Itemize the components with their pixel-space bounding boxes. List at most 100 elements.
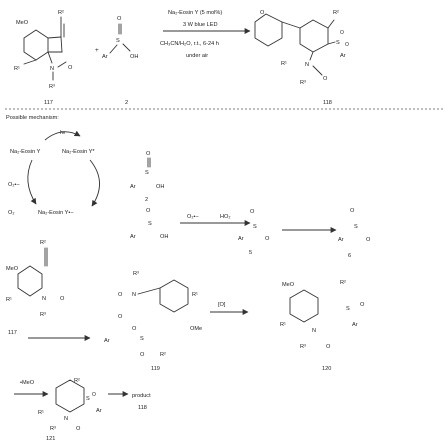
- s-atom: S: [253, 224, 257, 230]
- ar-label: Ar: [102, 54, 108, 60]
- s-atom: S: [336, 40, 340, 46]
- label-117: 117: [8, 330, 17, 336]
- o-atom: O: [345, 42, 349, 48]
- n-atom: N: [42, 296, 46, 302]
- n-atom: N: [64, 416, 68, 422]
- hv-label: hv: [60, 130, 66, 136]
- s-atom: S: [354, 224, 358, 230]
- condition-atmosphere: under air: [186, 53, 208, 59]
- r3-label: R³: [133, 271, 139, 277]
- meo-radical-label: •MeO: [20, 380, 35, 386]
- r2-label: R²: [74, 378, 80, 384]
- o-atom: O: [68, 65, 73, 71]
- ar-label: Ar: [352, 322, 358, 328]
- ome-label: OMe: [190, 326, 202, 332]
- s-atom: S: [116, 38, 120, 44]
- sulfonyl-radical-formation: O S Ar OH O₂•− HO₂ O S Ar O 5 O S Ar O 6: [130, 208, 371, 259]
- o-atom: O: [366, 237, 371, 243]
- label-5: 5: [249, 250, 252, 256]
- o-atom: O: [350, 208, 355, 214]
- condition-light: 3 W blue LED: [183, 22, 218, 28]
- o-atom: O: [76, 426, 81, 432]
- oxidation-step: [O]: [210, 302, 249, 315]
- intermediate-121: •MeO R² S O Ar R¹ N R³ O 121 product 118: [14, 378, 151, 441]
- label-119: 119: [151, 366, 160, 372]
- o-atom: O: [146, 151, 151, 157]
- label-117: 117: [44, 100, 53, 106]
- o-atom: O: [326, 344, 331, 350]
- mechanism-title: Possible mechanism:: [6, 115, 59, 121]
- meo-label: MeO: [6, 266, 19, 272]
- ar-label: Ar: [338, 237, 344, 243]
- meo-label: MeO: [16, 20, 29, 26]
- r1-label: R¹: [281, 61, 287, 67]
- o-atom: O: [117, 16, 122, 22]
- n-atom: N: [312, 328, 316, 334]
- r1-label: R¹: [38, 410, 44, 416]
- o-atom: O: [146, 208, 151, 214]
- superoxide-label: O₂•−: [187, 214, 199, 220]
- r2-label: R²: [160, 352, 166, 358]
- o-atom: O: [132, 326, 137, 332]
- oh-label: OH: [160, 234, 168, 240]
- ho2-label: HO₂: [220, 214, 231, 220]
- r3-label: R³: [49, 84, 55, 90]
- r1-label: R¹: [14, 66, 20, 72]
- r2-label: R²: [58, 10, 64, 16]
- product-label: product: [132, 393, 151, 399]
- r1-label: R¹: [6, 297, 12, 303]
- n-atom: N: [305, 62, 309, 68]
- s-atom: S: [140, 336, 144, 342]
- electron-transfer-cycle: O₂•− O₂ Na₂-Eosin Y•−: [8, 159, 100, 216]
- label-121: 121: [46, 436, 55, 441]
- label-118: 118: [323, 100, 332, 106]
- oh-label: OH: [130, 54, 138, 60]
- o-atom: O: [118, 292, 123, 298]
- plus-sign: +: [95, 47, 99, 54]
- meo-label: MeO: [282, 282, 295, 288]
- r3-label: R³: [50, 426, 56, 432]
- o-atom: O: [118, 314, 123, 320]
- ar-label: Ar: [238, 236, 244, 242]
- o-atom: O: [360, 302, 365, 308]
- r1-label: R¹: [192, 292, 198, 298]
- reactant-117-top: R² MeO N O R¹ R³ 117: [14, 10, 73, 106]
- eosin-radical-anion: Na₂-Eosin Y•−: [38, 210, 74, 216]
- intermediate-120: MeO R² S O Ar R¹ N R³ O 120: [280, 280, 365, 372]
- condition-solvent: CH₃CN/H₂O, r.t., 6-24 h: [160, 41, 219, 47]
- o-atom: O: [340, 30, 344, 36]
- s-atom: S: [346, 306, 350, 312]
- photoexcitation: hv Na₂-Eosin Y Na₂-Eosin Y*: [10, 130, 95, 155]
- o-atom: O: [260, 10, 265, 16]
- ar-label: Ar: [130, 184, 136, 190]
- o-atom: O: [323, 76, 328, 82]
- o-atom: O: [265, 236, 270, 242]
- r3-label: R³: [300, 80, 306, 86]
- ar-label: Ar: [96, 408, 102, 414]
- r3-label: R³: [40, 312, 46, 318]
- s-atom: S: [86, 396, 90, 402]
- n-atom: N: [132, 292, 136, 298]
- o-atom: O: [250, 209, 255, 215]
- label-2: 2: [145, 197, 148, 203]
- r2-label: R²: [333, 10, 339, 16]
- r2-label: R²: [40, 240, 46, 246]
- oxidant-label: [O]: [218, 302, 226, 308]
- ar-label: Ar: [104, 338, 110, 344]
- eosin-excited: Na₂-Eosin Y*: [62, 149, 95, 155]
- intermediate-119: R³ O N R¹ O O S Ar OMe O R² 119: [104, 271, 202, 372]
- reactant-sulfinic-acid: O S Ar OH 2: [102, 16, 138, 106]
- label-120: 120: [322, 366, 331, 372]
- product-118-top: O R² S O O Ar R¹ N R³ O 118: [254, 10, 349, 106]
- label-118: 118: [138, 405, 147, 411]
- r1-label: R¹: [280, 322, 286, 328]
- r3-label: R³: [300, 344, 306, 350]
- o-atom: O: [92, 392, 96, 398]
- ar-label: Ar: [340, 53, 346, 59]
- eosin-ground: Na₂-Eosin Y: [10, 149, 41, 155]
- s-atom: S: [148, 221, 152, 227]
- label-2: 2: [125, 100, 128, 106]
- oh-label: OH: [156, 184, 164, 190]
- reactant-117-mech: R² MeO N O R¹ R³ 117: [6, 240, 91, 341]
